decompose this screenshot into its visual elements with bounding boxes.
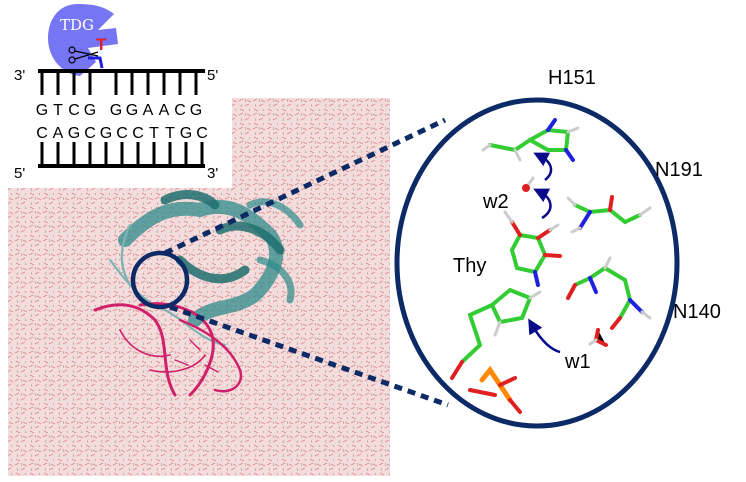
scissors-icon	[68, 46, 99, 64]
bottom-base-letter: G	[68, 125, 80, 142]
active-site-highlight	[130, 250, 190, 310]
top-base-letter: G	[110, 102, 122, 119]
bottom-base-letter: C	[116, 125, 128, 142]
top-base-letter: G	[126, 102, 138, 119]
tdg-enzyme-shape	[48, 4, 118, 76]
n191-stick	[566, 195, 652, 234]
bottom-base-ticks	[40, 142, 204, 164]
thymine-stick	[503, 210, 562, 287]
bottom-base-letter: C	[84, 125, 96, 142]
tdg-label: TDG	[60, 16, 94, 34]
bottom-base-letter: C	[196, 125, 208, 142]
water-label-w1: w1	[564, 351, 591, 373]
water-w2	[522, 176, 535, 192]
protein-cartoon	[108, 190, 304, 347]
top-base-letter: A	[143, 102, 154, 119]
top-base-ticks	[40, 73, 198, 95]
bottom-strand-right-end: 3'	[207, 165, 218, 182]
top-base-letter: G	[36, 102, 48, 119]
top-strand-right-end: 5'	[207, 67, 218, 84]
water-w1	[588, 328, 608, 347]
n140-stick	[566, 256, 652, 330]
top-base-letter: C	[68, 102, 80, 119]
sugar-phosphate-stick	[450, 287, 542, 414]
bottom-base-letter: T	[149, 125, 159, 142]
bottom-base-letter: C	[36, 125, 48, 142]
bottom-base-letter: C	[132, 125, 144, 142]
bottom-base-letter: G	[180, 125, 192, 142]
zoom-lines	[163, 117, 449, 408]
top-strand-left-end: 3'	[14, 67, 25, 84]
water-label-w2: w2	[482, 191, 509, 213]
flipped-base: T	[96, 35, 107, 54]
proton-transfer-arrows	[528, 152, 561, 354]
top-base-letter: T	[53, 102, 63, 119]
residue-label-n140: N140	[673, 301, 721, 323]
h151-stick	[481, 118, 580, 162]
top-base-letter: C	[174, 102, 186, 119]
active-site-inset: H151 N191 N140 Thy w2 w1	[394, 67, 721, 429]
inset-frame	[394, 97, 680, 429]
bottom-base-letter: T	[165, 125, 175, 142]
bottom-base-letter: A	[53, 125, 64, 142]
top-base-letter: G	[84, 102, 96, 119]
bottom-strand-left-end: 5'	[14, 165, 25, 182]
bottom-base-letter: G	[100, 125, 112, 142]
residue-label-n191: N191	[655, 159, 703, 181]
top-base-letter: G	[190, 102, 202, 119]
residue-label-h151: H151	[548, 67, 596, 89]
thymine-label: Thy	[453, 255, 486, 277]
top-base-letter: A	[159, 102, 170, 119]
flipped-base-link	[88, 56, 104, 69]
